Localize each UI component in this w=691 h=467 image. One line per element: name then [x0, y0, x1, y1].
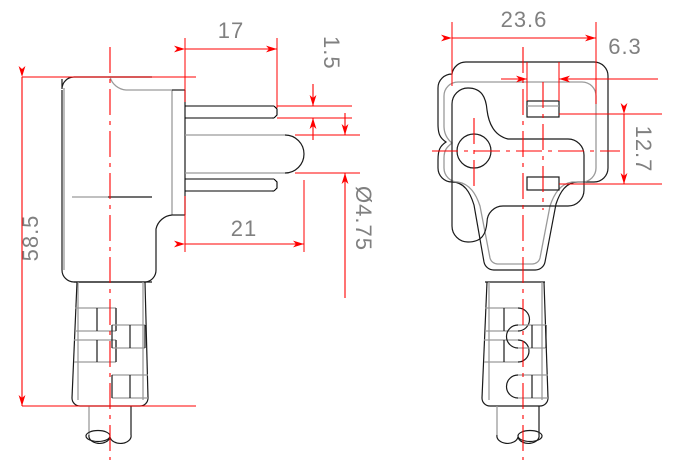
cable-right: [496, 406, 543, 445]
bottom-flat-blade: [185, 178, 278, 192]
dimension-label-6-3: 6.3: [608, 34, 642, 59]
cable-left: [85, 406, 132, 445]
right-view-dimensions: 23.6 6.3 12.7: [441, 7, 662, 185]
dimension-label-dia-4-75: Ø4.75: [351, 186, 376, 251]
right-face-view: [432, 47, 620, 460]
strain-relief-right: [481, 281, 549, 407]
dimension-label-17: 17: [218, 18, 244, 43]
dimension-1-5: 1.5: [277, 36, 352, 140]
strain-relief-left: [71, 281, 149, 407]
dimension-6-3: 6.3: [501, 34, 658, 101]
dimension-label-1-5: 1.5: [319, 36, 344, 70]
plug-neck-outline: [109, 76, 186, 283]
left-view-dimensions: 58.5 17 21 1.5: [18, 18, 376, 407]
dimension-label-21: 21: [231, 216, 257, 241]
top-flat-blade: [185, 105, 278, 119]
dimension-23-6: 23.6: [441, 7, 597, 104]
left-side-view: [61, 47, 305, 460]
dimension-21: 21: [174, 180, 305, 252]
dimension-17: 17: [174, 18, 278, 108]
ground-round-pin: [185, 134, 305, 174]
dimension-12-7: 12.7: [559, 103, 662, 185]
dimension-58-5: 58.5: [18, 66, 196, 407]
dimension-dia-4-75: Ø4.75: [295, 113, 376, 298]
dimension-label-58-5: 58.5: [18, 215, 43, 262]
plug-body-outline: [61, 76, 152, 283]
dimension-label-12-7: 12.7: [631, 126, 656, 173]
plug-face-outline: [437, 61, 609, 271]
dimension-label-23-6: 23.6: [501, 7, 548, 32]
